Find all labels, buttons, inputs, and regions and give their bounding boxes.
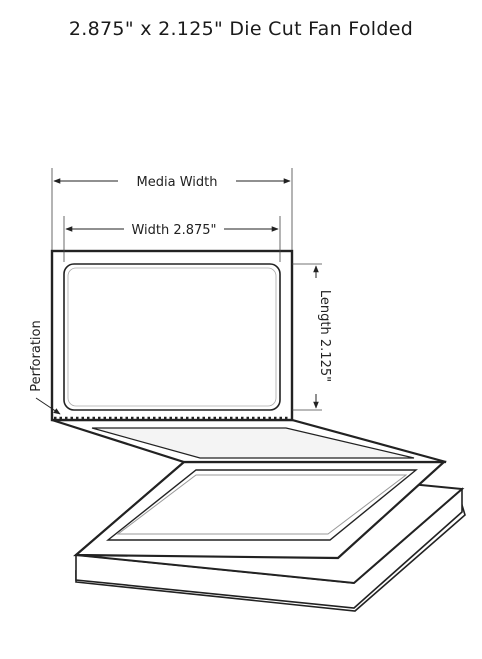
front-panel: [50, 249, 294, 422]
label-length-dimension: Length 2.125": [292, 263, 332, 411]
die-cut-label: [63, 263, 281, 411]
diagram-title: 2.875" x 2.125" Die Cut Fan Folded: [68, 18, 414, 40]
label-length-label: Length 2.125": [317, 290, 332, 382]
media-width-label: Media Width: [137, 175, 218, 190]
label-width-label: Width 2.875": [131, 223, 216, 238]
folded-panel-lower: [73, 460, 447, 560]
folded-panel-middle: [51, 418, 447, 464]
label-width-dimension: Width 2.875": [63, 216, 281, 262]
die-cut-label: [105, 469, 418, 541]
media-width-dimension: Media Width: [51, 168, 293, 250]
perforation-callout: Perforation: [29, 320, 61, 415]
perforation-label: Perforation: [29, 320, 44, 391]
die-cut-label: [91, 427, 415, 459]
